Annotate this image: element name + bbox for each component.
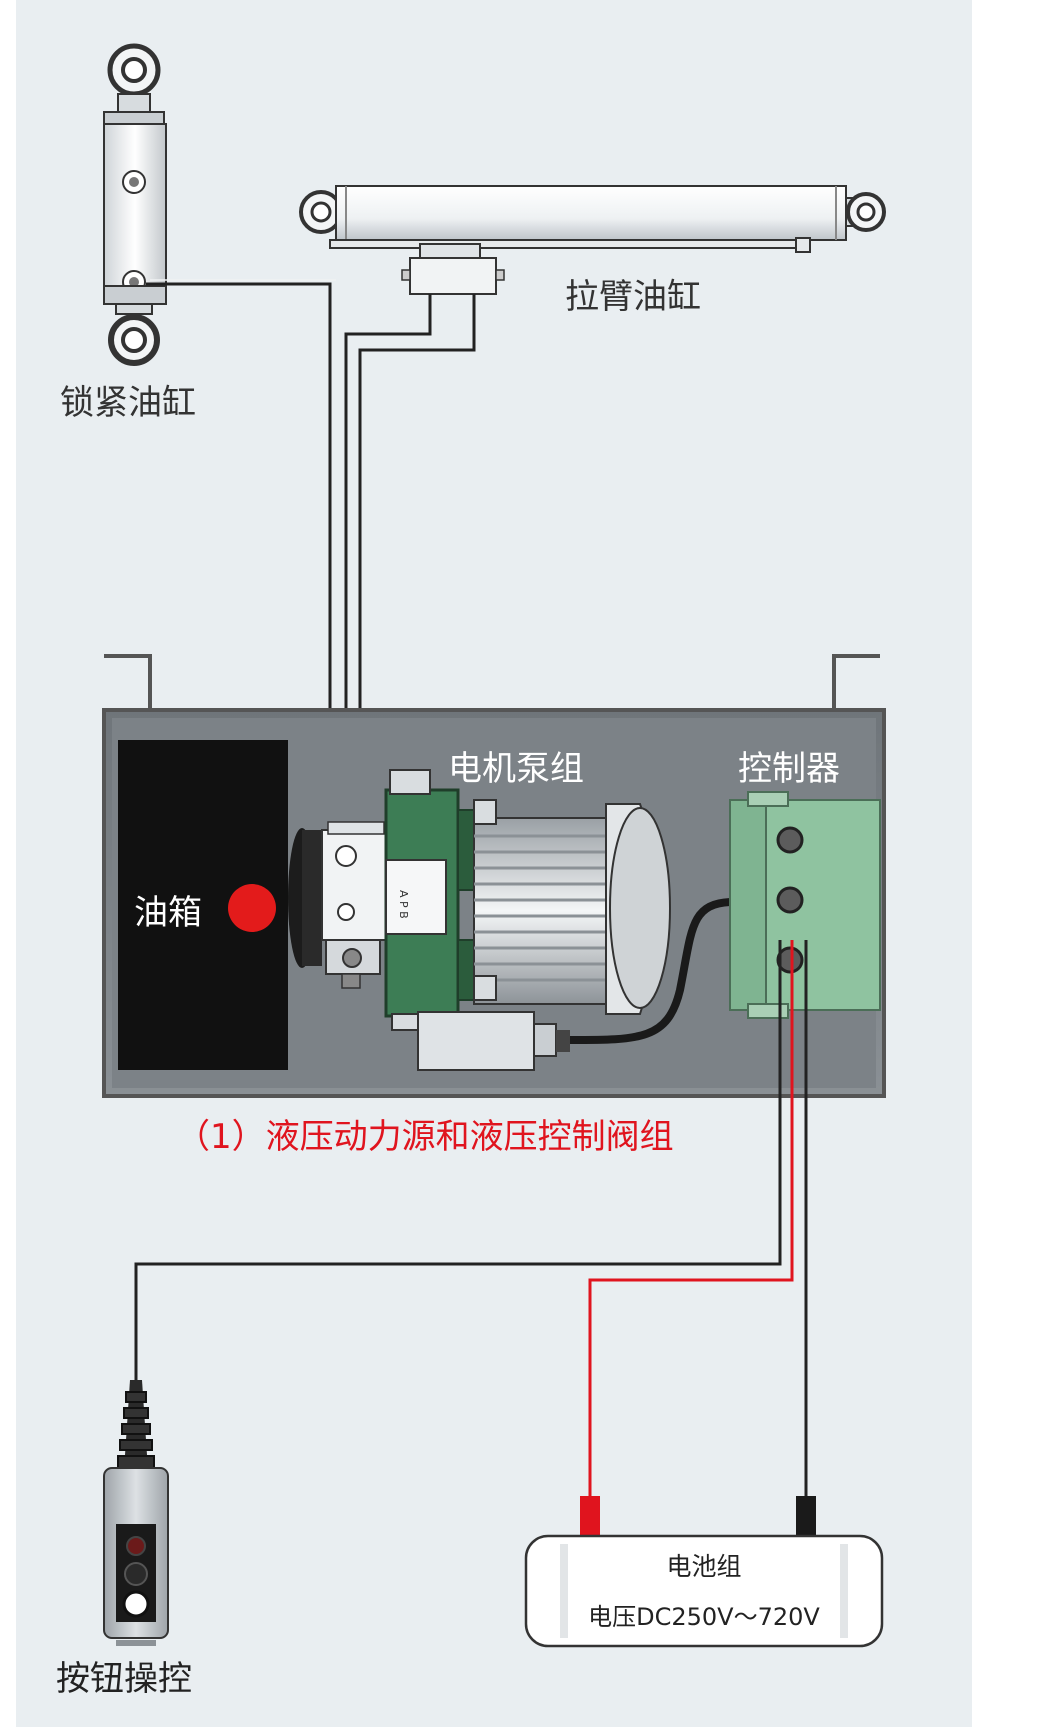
- hydraulic-hoses: [146, 279, 476, 830]
- control-wires: [134, 940, 808, 1506]
- pump-valve-block: [288, 821, 387, 989]
- controller-label: 控制器: [738, 749, 840, 789]
- battery-pack: [524, 1534, 884, 1648]
- pendant-down-button: [122, 1590, 150, 1618]
- battery-voltage-label: 电压DC250V～720V: [588, 1603, 820, 1631]
- button-control-label: 按钮操控: [56, 1659, 192, 1699]
- motor-cable: [569, 898, 796, 1044]
- valve-stamp: A P B: [397, 890, 410, 919]
- oil-tank-indicator: [228, 884, 276, 932]
- lock-cylinder-label: 锁紧油缸: [60, 383, 196, 423]
- pull-arm-cylinder-label: 拉臂油缸: [565, 277, 701, 317]
- pendant-red-button: [126, 1536, 146, 1556]
- section-caption: （1）液压动力源和液压控制阀组: [176, 1117, 674, 1157]
- oil-tank: [118, 740, 288, 1070]
- motor-pump-label: 电机泵组: [448, 749, 584, 789]
- button-pendant: [103, 1380, 169, 1646]
- oil-tank-label: 油箱: [134, 893, 202, 933]
- battery-positive-terminal: [580, 1496, 600, 1538]
- battery-pack-label: 电池组: [666, 1552, 741, 1581]
- lock-cylinder: [103, 43, 167, 366]
- pull-arm-cylinder: [299, 185, 886, 295]
- motor-pump-group: A P B: [384, 769, 671, 1071]
- battery-negative-terminal: [796, 1496, 816, 1538]
- pendant-up-button: [124, 1562, 148, 1586]
